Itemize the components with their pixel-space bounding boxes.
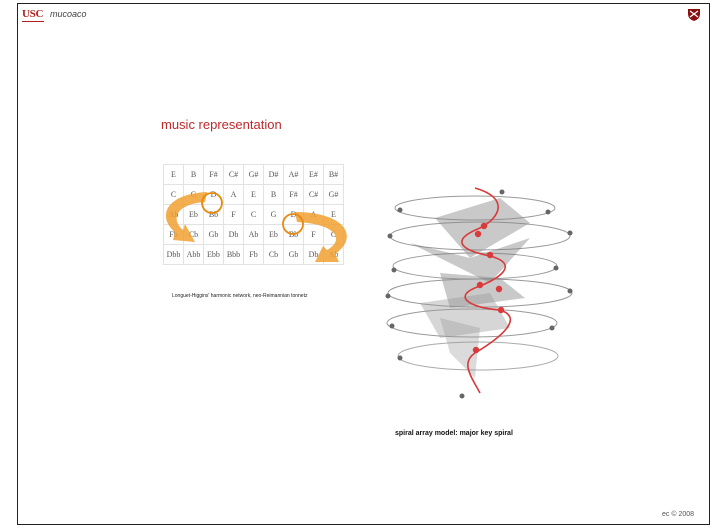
highlight-circle-d2 — [282, 213, 304, 235]
slide-title: music representation — [161, 117, 282, 132]
tonnetz-caption: Longuet-Higgins' harmonic network, neo-R… — [172, 293, 308, 299]
shield-icon — [688, 9, 700, 21]
spiral-caption: spiral array model: major key spiral — [395, 430, 513, 437]
slide-frame — [17, 3, 710, 525]
tonnetz-figure: EBF#C#G#D#A#E#B#CGDAEBF#C#G#AbEbBbFCGDAE… — [163, 164, 353, 274]
tonnetz-cell: Abb — [183, 244, 204, 265]
usc-logo-underline — [22, 21, 44, 22]
tonnetz-row: DbbAbbEbbBbbFbCbGbDbAb — [163, 244, 344, 265]
transform-arrow-right — [295, 212, 347, 262]
transform-arrow-left — [165, 192, 207, 242]
copyright-footer: ec © 2008 — [662, 511, 695, 518]
spiral-array-figure — [385, 187, 573, 399]
highlight-circle-d1 — [201, 192, 223, 214]
brand-label: mucoaco — [50, 9, 87, 19]
tonnetz-cell: Fb — [243, 244, 264, 265]
tonnetz-overlay — [165, 192, 347, 262]
tonnetz-grid: EBF#C#G#D#A#E#B#CGDAEBF#C#G#AbEbBbFCGDAE… — [163, 164, 344, 265]
usc-logo: USC — [22, 8, 44, 20]
